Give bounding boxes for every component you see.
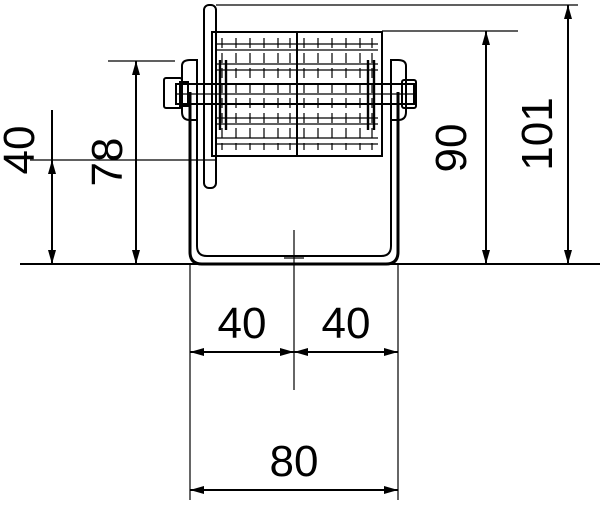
dim-label-height-90: 90	[427, 124, 476, 173]
washer-left	[179, 81, 189, 107]
dim-label-height-40: 40	[0, 126, 44, 175]
dim-label-width-right-40: 40	[322, 299, 371, 348]
dim-line-height-90	[482, 31, 490, 264]
dim-label-width-left-40: 40	[218, 299, 267, 348]
dim-line-width-half	[190, 348, 398, 356]
dim-line-height-40	[48, 110, 56, 264]
nut-right	[401, 79, 417, 109]
dim-label-height-78: 78	[83, 138, 132, 187]
bracket-ear-right	[390, 59, 407, 121]
dim-line-height-78	[132, 61, 140, 264]
dim-label-width-80: 80	[270, 437, 319, 486]
side-plate	[203, 4, 217, 189]
bracket-ear-left	[181, 59, 198, 121]
dim-line-height-101	[564, 5, 572, 264]
dim-label-height-101: 101	[513, 97, 562, 170]
dim-line-width-80	[190, 486, 398, 494]
nut-left	[163, 77, 183, 109]
